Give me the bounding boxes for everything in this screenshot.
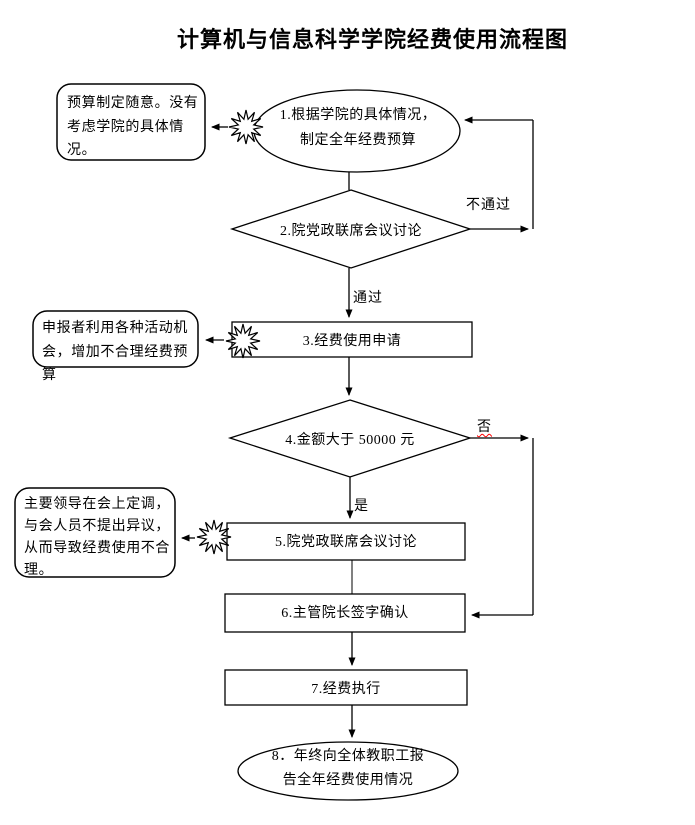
node-1-line1: 1.根据学院的具体情况， <box>279 108 437 123</box>
node-5-label: 5.院党政联席会议讨论 <box>275 535 417 550</box>
risk-callout-3-box <box>14 487 176 578</box>
node-1-line2: 制定全年经费预算 <box>300 132 416 148</box>
risk-callout-3-text: 主要领导在会上定调，与会人员不提出异议，从而导致经费使用不合理。 <box>24 497 170 579</box>
edge-label-no: 否 <box>477 420 492 435</box>
process-7-rect <box>224 669 468 706</box>
node-1-label: 1.根据学院的具体情况， 制定全年经费预算 <box>262 104 454 153</box>
risk-burst-3-icon <box>196 519 232 555</box>
decision-2-diamond <box>229 189 473 269</box>
node-6-label: 6.主管院长签字确认 <box>281 606 409 621</box>
edge-label-yes: 是 <box>354 499 369 514</box>
risk-callout-1-box <box>56 83 206 161</box>
risk-callout-2-box <box>32 310 199 368</box>
node-8-line2: 告全年经费使用情况 <box>282 772 414 788</box>
decision-4-diamond <box>227 399 473 478</box>
node-4-label: 4.金额大于 50000 元 <box>285 433 415 448</box>
node-8-line1: 8．年终向全体教职工报 <box>271 749 425 764</box>
node-3-label: 3.经费使用申请 <box>302 334 402 349</box>
terminator-8-ellipse <box>237 741 459 801</box>
node-7-label: 7.经费执行 <box>311 682 381 697</box>
page-title: 计算机与信息科学学院经费使用流程图 <box>176 27 568 52</box>
process-6-rect <box>224 593 466 633</box>
risk-callout-2-text: 申报者利用各种活动机会，增加不合理经费预算 <box>42 321 188 384</box>
risk-callout-1-text: 预算制定随意。没有考虑学院的具体情况。 <box>67 96 199 159</box>
edge-label-not-pass: 不通过 <box>466 198 511 213</box>
node-8-label: 8．年终向全体教职工报 告全年经费使用情况 <box>248 745 448 793</box>
connector-lines <box>181 116 534 738</box>
process-5-rect <box>226 522 466 561</box>
node-2-label: 2.院党政联席会议讨论 <box>280 224 422 239</box>
edge-label-pass: 通过 <box>353 291 383 306</box>
